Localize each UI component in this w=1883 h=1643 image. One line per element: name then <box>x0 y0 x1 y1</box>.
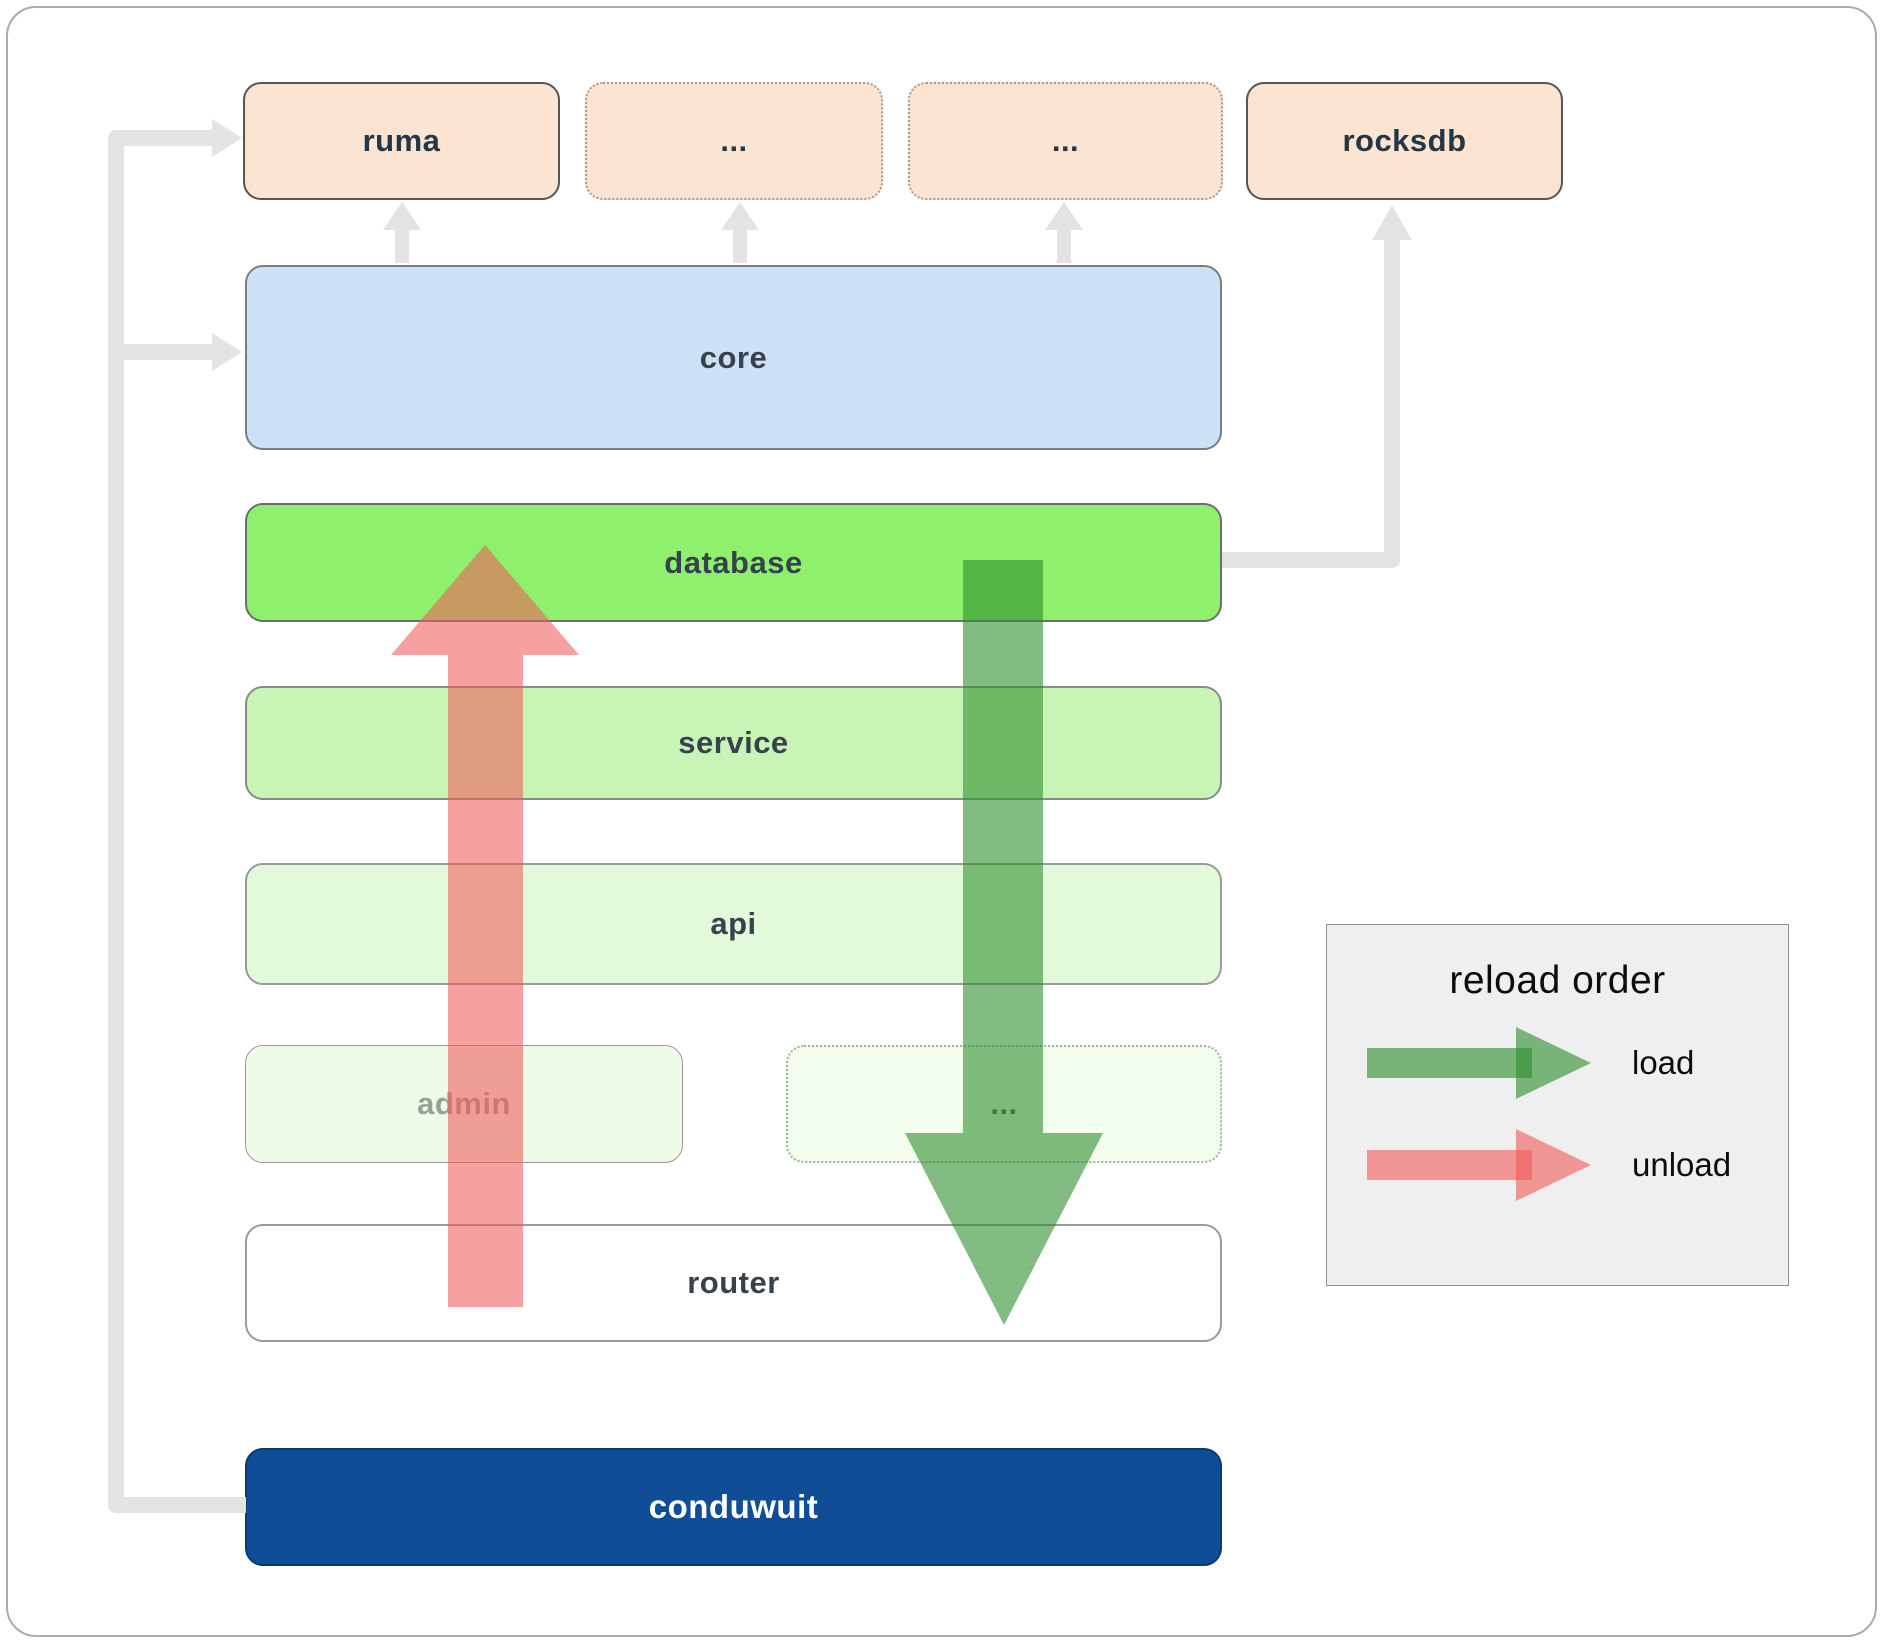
box-conduwuit-label: conduwuit <box>648 1488 819 1525</box>
box-database-label: database <box>664 544 803 580</box>
gray-connectors <box>383 202 1083 263</box>
box-rocksdb-label: rocksdb <box>1342 123 1467 158</box>
legend-unload-label: unload <box>1632 1146 1732 1183</box>
box-core: core <box>245 265 1222 450</box>
box-api-label: api <box>710 906 757 941</box>
box-core-label: core <box>699 339 768 375</box>
core-to-ruma-arrow <box>383 202 421 263</box>
core-to-external2-arrow <box>1045 202 1083 263</box>
box-admin-label: admin <box>417 1086 511 1121</box>
box-external-1: ... <box>585 82 883 200</box>
box-admin: admin <box>245 1045 683 1163</box>
load-arrow-icon <box>1367 1027 1591 1099</box>
box-router-label: router <box>687 1265 780 1300</box>
box-more-services-label: ... <box>990 1086 1018 1121</box>
box-rocksdb: rocksdb <box>1246 82 1563 200</box>
box-more-services: ... <box>786 1045 1222 1163</box>
box-service: service <box>245 686 1222 800</box>
legend-reload-order: reload order load unload <box>1326 924 1789 1286</box>
box-router: router <box>245 1224 1222 1342</box>
box-ruma-label: ruma <box>362 123 441 158</box>
box-ruma: ruma <box>243 82 560 200</box>
legend-load-label: load <box>1632 1044 1695 1081</box>
box-external-2: ... <box>908 82 1223 200</box>
box-database: database <box>245 503 1222 622</box>
conduwuit-connector <box>108 119 246 1513</box>
legend-row-unload: unload <box>1361 1123 1788 1207</box>
box-api: api <box>245 863 1222 985</box>
legend-row-load: load <box>1361 1021 1788 1105</box>
box-external-1-label: ... <box>720 123 748 158</box>
database-to-rocksdb-connector <box>1222 205 1412 568</box>
box-conduwuit: conduwuit <box>245 1448 1222 1566</box>
legend-title: reload order <box>1449 959 1666 1002</box>
unload-arrow-icon <box>1367 1129 1591 1201</box>
box-service-label: service <box>678 725 789 760</box>
core-to-external1-arrow <box>721 202 759 263</box>
box-external-2-label: ... <box>1051 123 1080 158</box>
